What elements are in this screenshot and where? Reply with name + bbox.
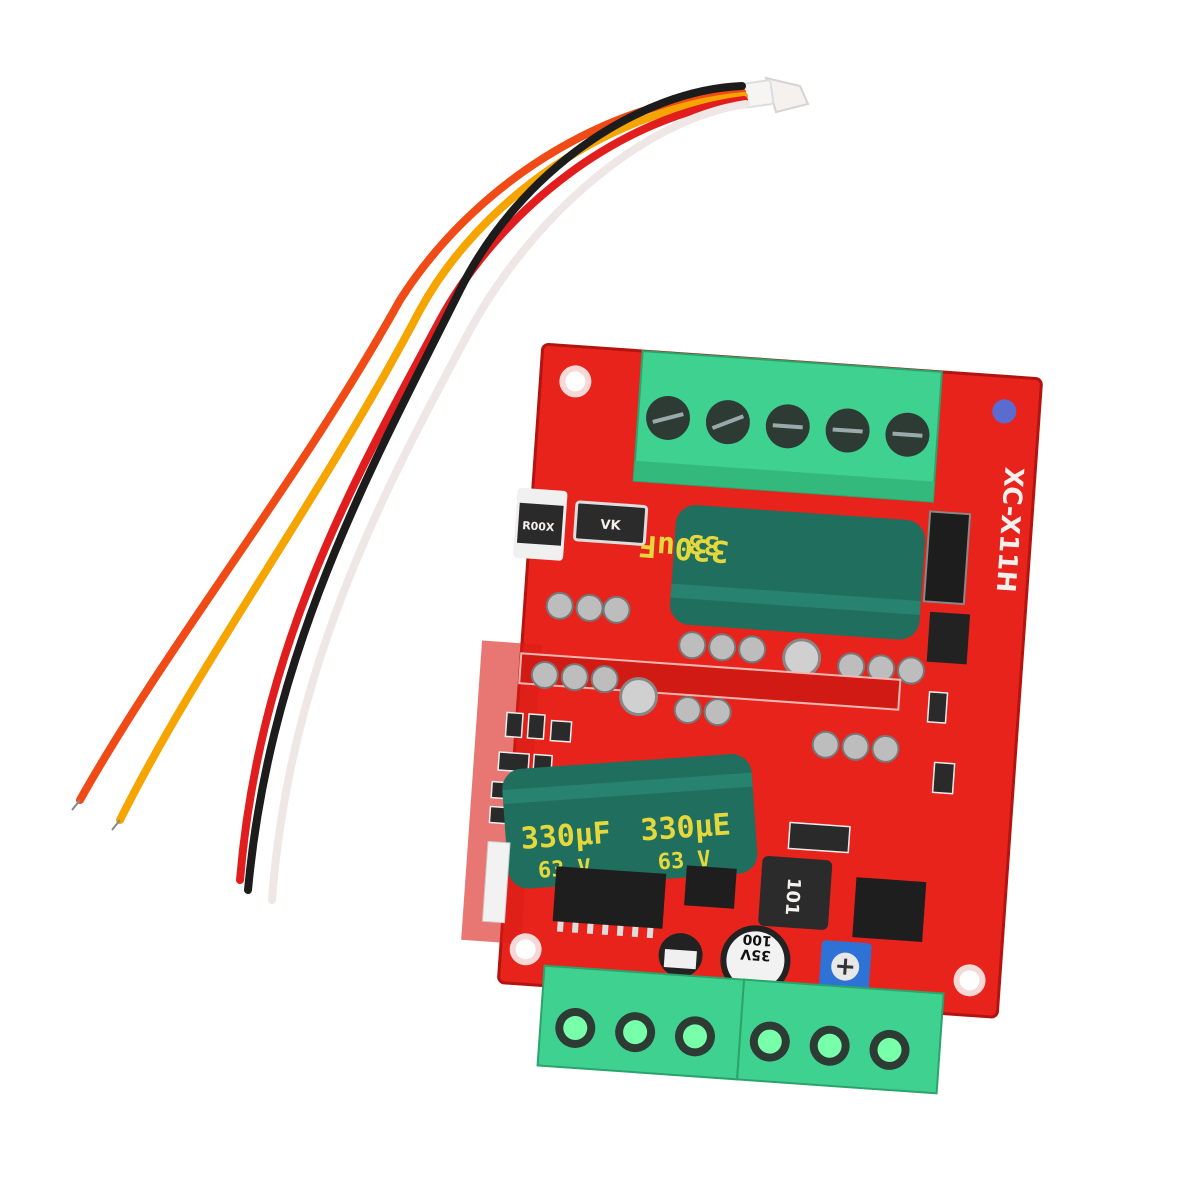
svg-text:R00X: R00X — [522, 519, 556, 534]
op-amp-ic — [852, 877, 927, 942]
screw-terminal[interactable] — [868, 1029, 911, 1072]
power-inductor: 101 — [758, 856, 833, 930]
mounting-holes — [509, 365, 1017, 997]
screw-terminal[interactable] — [764, 403, 811, 450]
jst-connector — [739, 76, 810, 114]
terminal-block-bottom-left — [536, 964, 746, 1081]
svg-text:330µE: 330µE — [639, 807, 732, 848]
screw-terminal[interactable] — [704, 399, 751, 446]
wire-orange — [76, 88, 746, 804]
wire-yellow — [116, 92, 748, 824]
svg-text:100: 100 — [742, 930, 773, 948]
svg-text:330µF: 330µF — [520, 816, 613, 857]
potentiometer[interactable] — [818, 940, 872, 994]
driver-ic — [552, 866, 667, 929]
smd-chip — [926, 611, 971, 665]
screw-terminal[interactable] — [645, 394, 692, 441]
mosfet-row-2 — [530, 660, 900, 763]
terminal-block-top — [632, 349, 943, 503]
svg-text:33: 33 — [687, 528, 720, 560]
wire-red — [236, 96, 748, 884]
screw-terminal[interactable] — [554, 1007, 597, 1050]
screw — [619, 677, 659, 717]
smd-diode-large — [922, 510, 972, 606]
screw-terminal[interactable] — [674, 1015, 717, 1058]
svg-text:330uF: 330uF — [638, 527, 731, 568]
electrolytic-capacitor-bottom: 330µF 330µE 63 V 63 V — [502, 754, 758, 889]
wire-black — [244, 82, 746, 894]
svg-text:VK: VK — [600, 518, 622, 534]
regulator-ic — [684, 865, 737, 909]
small-capacitor-black — [658, 933, 703, 978]
svg-text:35V: 35V — [740, 945, 772, 963]
signal-header[interactable] — [481, 840, 511, 924]
heatsink-bar — [518, 652, 902, 711]
pcb-board: XC-X11H R00X VK 330uF 33 — [461, 342, 1043, 1095]
screw-terminal[interactable] — [748, 1020, 791, 1063]
ic-pins — [556, 921, 654, 939]
wire-white — [268, 100, 750, 904]
screw-terminal[interactable] — [884, 411, 931, 458]
terminal-block-bottom-right — [736, 978, 945, 1095]
smd-diode: VK — [573, 500, 649, 546]
electrolytic-capacitor-top: 330uF 33 — [638, 505, 926, 640]
screw-terminal[interactable] — [824, 407, 871, 454]
smd-power-resistor: R00X — [513, 487, 568, 561]
screw-terminal[interactable] — [614, 1011, 657, 1054]
svg-text:101: 101 — [781, 877, 805, 916]
cable — [71, 76, 810, 904]
screw-terminal[interactable] — [808, 1024, 851, 1067]
